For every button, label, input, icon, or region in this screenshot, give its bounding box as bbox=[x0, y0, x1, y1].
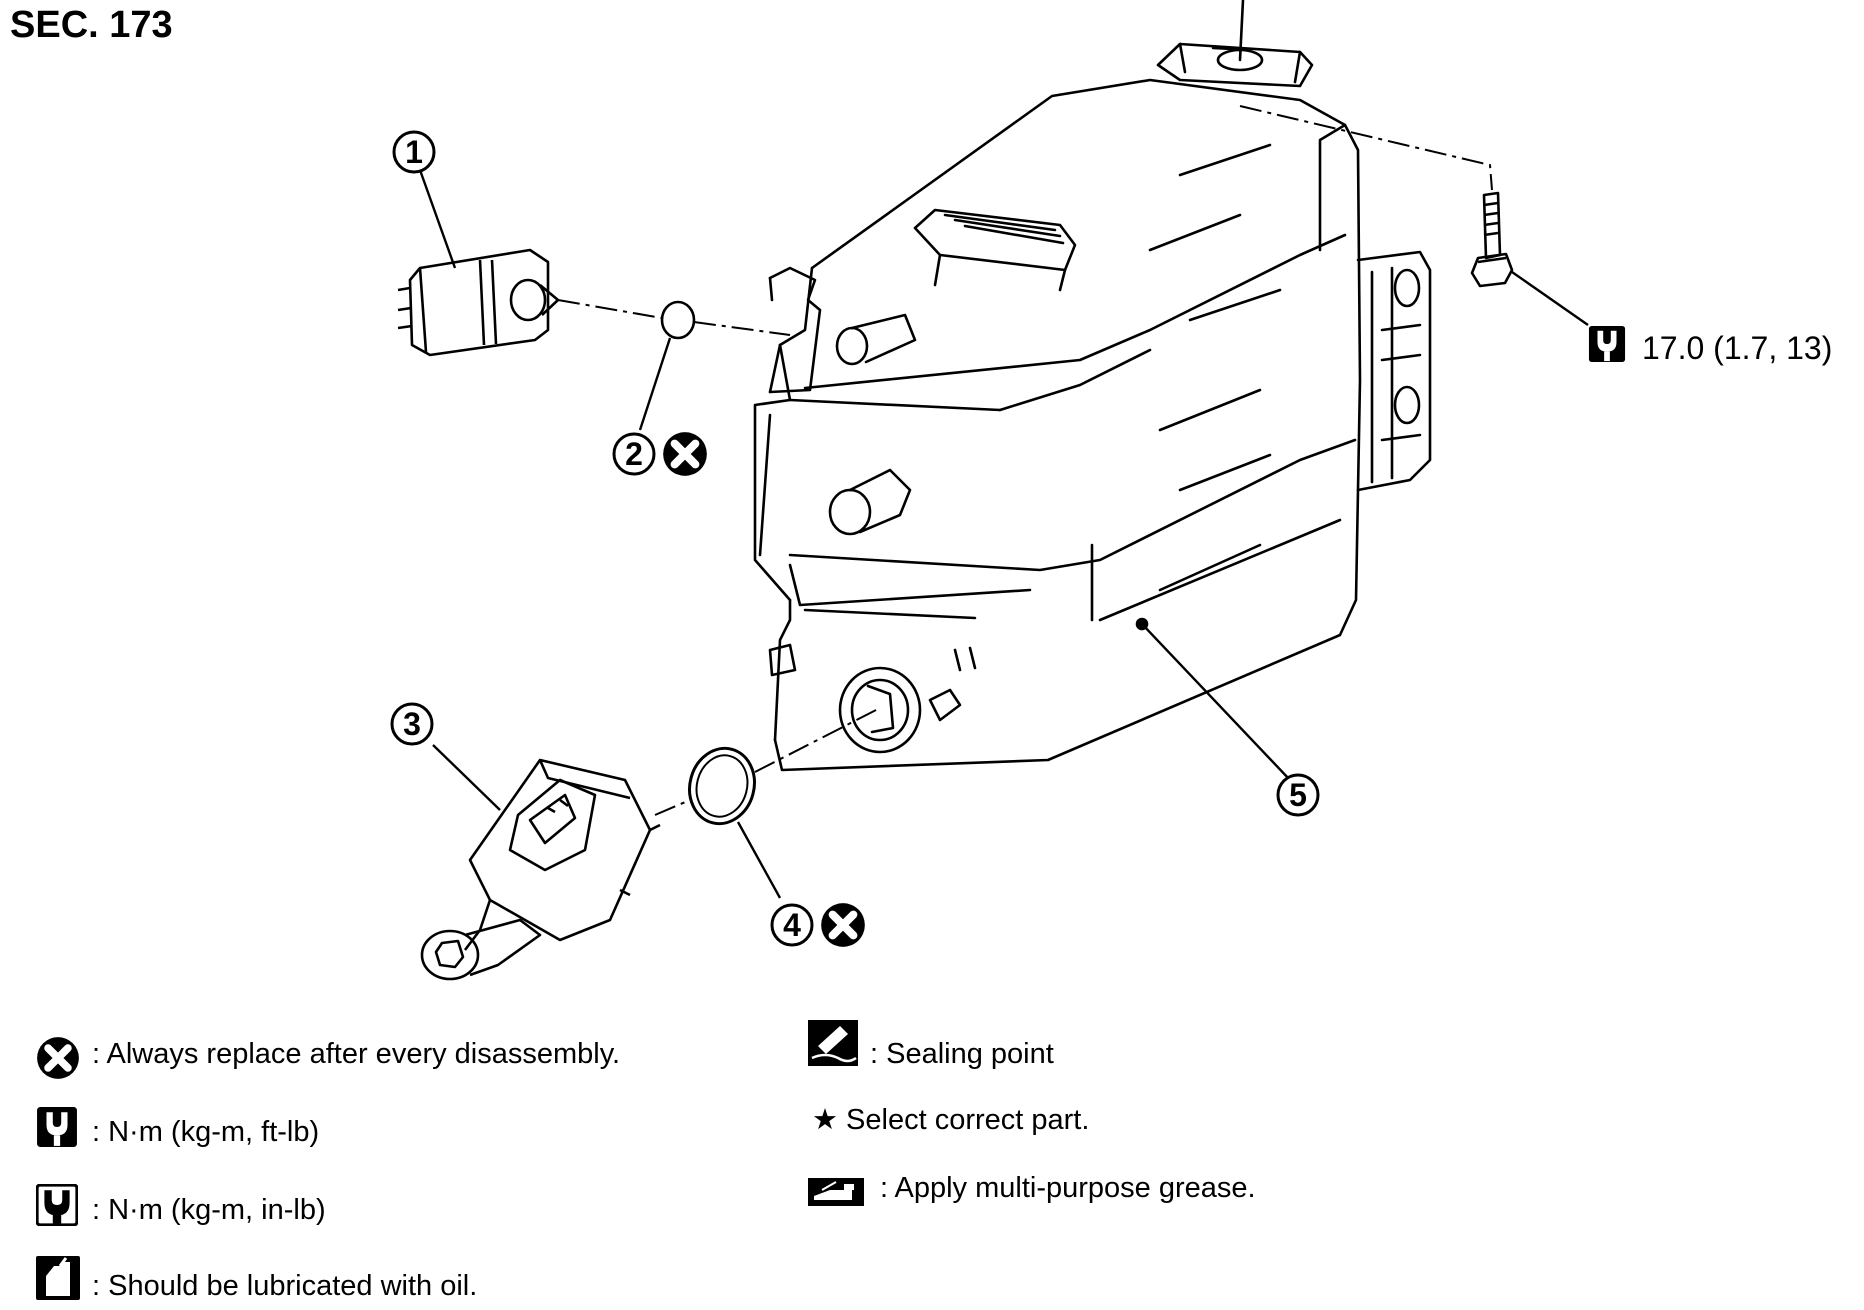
callout-2: 2 bbox=[612, 432, 656, 476]
wrench-open-icon bbox=[1588, 325, 1626, 363]
legend-oil: : Should be lubricated with oil. bbox=[92, 1270, 478, 1302]
part-1-level-sensor bbox=[397, 248, 560, 357]
legend-grease: : Apply multi-purpose grease. bbox=[880, 1172, 1256, 1204]
sealant-tube-icon bbox=[808, 1020, 858, 1066]
legend-sealing: : Sealing point bbox=[870, 1038, 1054, 1070]
bolt-torque-spec: 17.0 (1.7, 13) bbox=[1642, 330, 1833, 366]
part-3-sensor-flange bbox=[420, 758, 661, 981]
x-circle-icon bbox=[821, 903, 865, 947]
svg-text:1: 1 bbox=[405, 134, 423, 170]
callout-5: 5 bbox=[1276, 773, 1320, 817]
legend-torque-inlb: : N·m (kg-m, in-lb) bbox=[92, 1194, 326, 1226]
x-circle-icon bbox=[37, 1037, 79, 1079]
wrench-open-icon bbox=[37, 1107, 77, 1147]
reservoir-tank bbox=[753, 0, 1432, 772]
leader-lines bbox=[418, 169, 1589, 899]
section-number: SEC. 173 bbox=[10, 4, 173, 46]
legend-select-part: ★ Select correct part. bbox=[812, 1104, 1090, 1136]
svg-text:3: 3 bbox=[403, 706, 421, 742]
callout-3: 3 bbox=[390, 702, 434, 746]
oil-can-icon bbox=[36, 1256, 80, 1300]
svg-text:4: 4 bbox=[783, 907, 801, 943]
callout-4: 4 bbox=[770, 903, 814, 947]
wrench-solid-icon bbox=[36, 1184, 78, 1226]
svg-text:5: 5 bbox=[1289, 777, 1307, 813]
legend-replace: : Always replace after every disassembly… bbox=[92, 1038, 621, 1070]
x-circle-icon bbox=[663, 432, 707, 476]
part-4-large-o-ring bbox=[688, 746, 756, 826]
part-2-o-ring bbox=[660, 300, 696, 340]
mounting-bolt bbox=[1470, 191, 1514, 288]
alignment-lines bbox=[557, 105, 1493, 816]
legend-torque-ftlb: : N·m (kg-m, ft-lb) bbox=[92, 1116, 320, 1148]
callout-1: 1 bbox=[392, 130, 436, 174]
svg-text:2: 2 bbox=[625, 436, 643, 472]
grease-gun-icon bbox=[808, 1178, 864, 1206]
part-4-large-o-ring-inner bbox=[695, 754, 749, 818]
